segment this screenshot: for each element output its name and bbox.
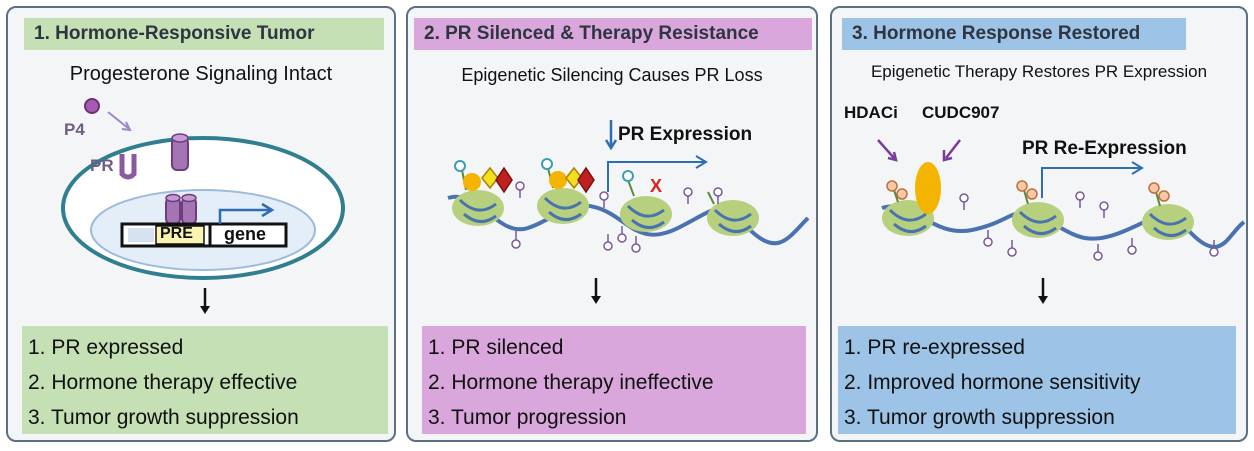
result-item: 2. Improved hormone sensitivity — [844, 371, 1141, 394]
acetyl-marks — [886, 180, 1170, 207]
panel-title: 2. PR Silenced & Therapy Resistance — [414, 18, 812, 50]
acetyl-mark — [541, 158, 553, 170]
hdaci-label: HDACi — [844, 103, 898, 122]
panel-subtitle: Epigenetic Therapy Restores PR Expressio… — [870, 62, 1208, 81]
result-item: 3. Tumor growth suppression — [28, 406, 299, 429]
dnmt-diamond — [481, 166, 499, 190]
pre-label: PRE — [160, 225, 193, 242]
gene-label: gene — [224, 224, 267, 244]
pr-reexpression-label: PR Re-Expression — [1022, 138, 1187, 159]
results-box: 1. PR expressed 2. Hormone therapy effec… — [22, 326, 388, 434]
hdaci-arrow — [877, 139, 895, 159]
cell-diagram — [61, 98, 345, 314]
result-item: 2. Hormone therapy effective — [28, 371, 298, 394]
result-item: 1. PR re-expressed — [844, 336, 1025, 359]
pr-receptor-bound — [171, 133, 189, 171]
pr-receptor-open — [119, 154, 137, 180]
acetyl-mark — [622, 170, 634, 182]
p4-label: P4 — [64, 120, 85, 139]
blocked-x-mark: X — [650, 176, 663, 196]
acetyl-mark — [454, 160, 466, 172]
panel-hormone-restored: 3. Hormone Response Restored Epigenetic … — [830, 6, 1248, 442]
pre-box — [155, 225, 205, 245]
methylation-marks — [511, 181, 723, 253]
chromatin-diagram-silenced — [447, 120, 810, 304]
nucleosome — [1142, 204, 1194, 240]
result-item: 1. PR silenced — [428, 336, 564, 359]
panel-hormone-responsive: 1. Hormone-Responsive Tumor Progesterone… — [6, 6, 396, 442]
nucleosome — [1012, 202, 1064, 238]
results-box: 1. PR silenced 2. Hormone therapy ineffe… — [422, 326, 806, 434]
pr-expression-label: PR Expression — [618, 124, 753, 145]
pr-dimer — [165, 193, 197, 225]
hdac-enzyme — [915, 162, 941, 214]
cudc907-arrow — [945, 139, 961, 159]
panel-pr-silenced: 2. PR Silenced & Therapy Resistance Epig… — [406, 6, 818, 442]
nucleosome — [537, 188, 589, 224]
panel-title: 3. Hormone Response Restored — [842, 18, 1186, 50]
transcription-arrow — [218, 208, 270, 224]
result-item: 3. Tumor progression — [428, 406, 627, 429]
methylation-marks — [959, 191, 1219, 261]
dnmt-diamond — [565, 166, 583, 190]
pr-label: PR — [90, 156, 114, 175]
cudc907-label: CUDC907 — [922, 103, 1000, 122]
repressor-diamond — [577, 166, 595, 194]
result-item: 2. Hormone therapy ineffective — [428, 371, 714, 394]
repressor-diamond — [495, 166, 513, 194]
hdac-enzyme — [549, 171, 567, 189]
results-box: 1. PR re-expressed 2. Improved hormone s… — [838, 326, 1236, 434]
transcription-arrow — [607, 161, 704, 192]
p4-hormone — [84, 98, 100, 114]
nucleosome — [620, 196, 672, 232]
dna-strand — [881, 204, 1246, 249]
result-item: 3. Tumor growth suppression — [844, 406, 1115, 429]
panel-title: 1. Hormone-Responsive Tumor — [24, 18, 384, 50]
nucleosome — [452, 190, 504, 226]
hdac-enzyme — [463, 173, 481, 191]
panel-subtitle: Epigenetic Silencing Causes PR Loss — [461, 65, 763, 85]
transcription-arrow — [1041, 167, 1140, 198]
chromatin-diagram-restored — [877, 139, 1246, 304]
panel-subtitle: Progesterone Signaling Intact — [69, 63, 333, 85]
p4-arrow — [107, 111, 129, 129]
nucleosome — [707, 200, 759, 236]
result-item: 1. PR expressed — [28, 336, 184, 359]
